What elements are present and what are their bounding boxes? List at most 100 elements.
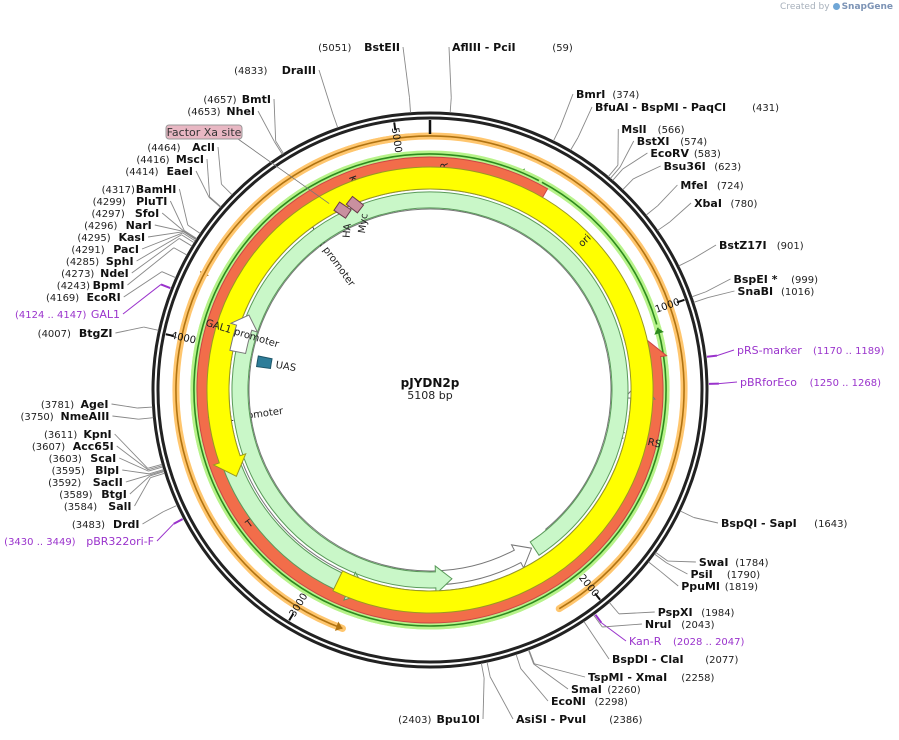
orf-arcs bbox=[172, 132, 688, 632]
site-leader bbox=[111, 403, 138, 409]
snapgene-logo-icon bbox=[832, 3, 840, 10]
site-leader bbox=[148, 231, 184, 238]
site-position: (2403) bbox=[398, 715, 431, 726]
site-name: BtgZI bbox=[79, 327, 113, 340]
plasmid-length: 5108 bp bbox=[407, 389, 452, 402]
site-leader bbox=[127, 247, 175, 286]
site-name: PsiI bbox=[690, 568, 712, 581]
site-leader bbox=[657, 184, 678, 207]
site-position: (4833) bbox=[234, 66, 267, 77]
tag-label: HA bbox=[342, 223, 354, 238]
site-leader bbox=[489, 676, 514, 720]
backbone-inner-ring bbox=[156, 116, 704, 664]
site-tick bbox=[528, 649, 535, 664]
site-leader bbox=[131, 238, 180, 274]
site-leader bbox=[533, 663, 569, 690]
site-position: (2298) bbox=[595, 697, 628, 708]
primer-leader bbox=[122, 284, 162, 315]
site-position: (4317) bbox=[102, 185, 135, 196]
primer-range: (2028 .. 2047) bbox=[673, 637, 745, 648]
site-leader bbox=[591, 633, 610, 660]
site-leader bbox=[195, 170, 210, 198]
orf-line bbox=[193, 153, 667, 627]
site-position: (4243) bbox=[57, 281, 90, 292]
primer-mark bbox=[160, 283, 171, 290]
backbone bbox=[151, 111, 709, 669]
site-position: (4169) bbox=[46, 293, 79, 304]
site-name: Bpu10I bbox=[437, 713, 481, 726]
site-position: (4464) bbox=[147, 143, 180, 154]
site-tick bbox=[163, 504, 178, 513]
site-position: (3592) bbox=[48, 478, 81, 489]
site-name: DrdI bbox=[113, 518, 140, 531]
site-name: TspMI - XmaI bbox=[588, 671, 667, 684]
site-position: (1643) bbox=[814, 519, 847, 530]
site-position: (4295) bbox=[77, 233, 110, 244]
orf-arrowhead bbox=[654, 327, 664, 335]
site-position: (3611) bbox=[44, 430, 77, 441]
site-name: Acc65I bbox=[73, 440, 114, 453]
site-leader bbox=[217, 146, 222, 185]
site-position: (4296) bbox=[84, 221, 117, 232]
site-position: (574) bbox=[680, 137, 707, 148]
site-tick bbox=[149, 469, 164, 475]
tag-myc-icon bbox=[345, 195, 365, 214]
feature-ori bbox=[206, 166, 654, 614]
site-leader bbox=[116, 445, 149, 471]
tick-label: 4000 bbox=[170, 330, 197, 346]
site-position: (4297) bbox=[92, 209, 125, 220]
site-leader bbox=[169, 200, 185, 231]
site-name: BspQI - SapI bbox=[721, 517, 797, 530]
site-name: SmaI bbox=[571, 683, 602, 696]
site-name: NdeI bbox=[100, 267, 129, 280]
primer-name: pBR322ori-F bbox=[86, 535, 154, 548]
site-name: PspXI bbox=[658, 606, 693, 619]
site-tick bbox=[149, 470, 165, 476]
site-tick bbox=[150, 472, 165, 479]
site-position: (1016) bbox=[781, 287, 814, 298]
site-position: (3589) bbox=[59, 490, 92, 501]
site-name: BmrI bbox=[576, 88, 605, 101]
site-leader bbox=[114, 433, 148, 469]
site-tick bbox=[480, 663, 485, 679]
site-leader bbox=[448, 46, 452, 98]
site-position: (2260) bbox=[607, 685, 640, 696]
site-leader bbox=[669, 202, 692, 223]
site-name: SalI bbox=[108, 500, 131, 513]
primer-mark bbox=[594, 614, 603, 624]
site-tick bbox=[583, 621, 593, 635]
site-tick bbox=[181, 234, 195, 244]
primer-name: pBRforEco bbox=[740, 376, 797, 389]
site-leader bbox=[602, 623, 642, 628]
site-leader bbox=[559, 93, 574, 128]
site-leader bbox=[667, 560, 696, 563]
site-tick bbox=[209, 196, 222, 208]
site-tick bbox=[161, 271, 176, 279]
site-tick bbox=[648, 561, 661, 572]
site-position: (1984) bbox=[701, 608, 734, 619]
site-position: (3781) bbox=[41, 400, 74, 411]
restriction-sites: BstEII(5051)AflIII - PciI(59)DraIII(4833… bbox=[20, 41, 847, 726]
site-tick bbox=[645, 205, 659, 216]
site-position: (5051) bbox=[318, 43, 351, 54]
site-name: EcoRV bbox=[650, 147, 689, 160]
feature-gal1-promoter bbox=[229, 314, 259, 355]
site-leader bbox=[136, 234, 182, 262]
site-tick bbox=[608, 602, 620, 615]
site-name: BpmI bbox=[93, 279, 125, 292]
site-tick bbox=[183, 230, 198, 240]
site-leader bbox=[633, 165, 661, 180]
site-leader bbox=[206, 158, 211, 197]
feature-label: UAS bbox=[275, 360, 297, 374]
site-leader bbox=[119, 457, 149, 472]
site-name: KpnI bbox=[83, 428, 111, 441]
site-position: (4285) bbox=[66, 257, 99, 268]
site-position: (59) bbox=[552, 43, 573, 54]
site-position: (1784) bbox=[735, 558, 768, 569]
site-name: BfuAI - BspMI - PaqCI bbox=[595, 101, 726, 114]
site-name: EaeI bbox=[167, 165, 194, 178]
site-tick bbox=[449, 97, 452, 113]
site-leader bbox=[705, 278, 731, 293]
